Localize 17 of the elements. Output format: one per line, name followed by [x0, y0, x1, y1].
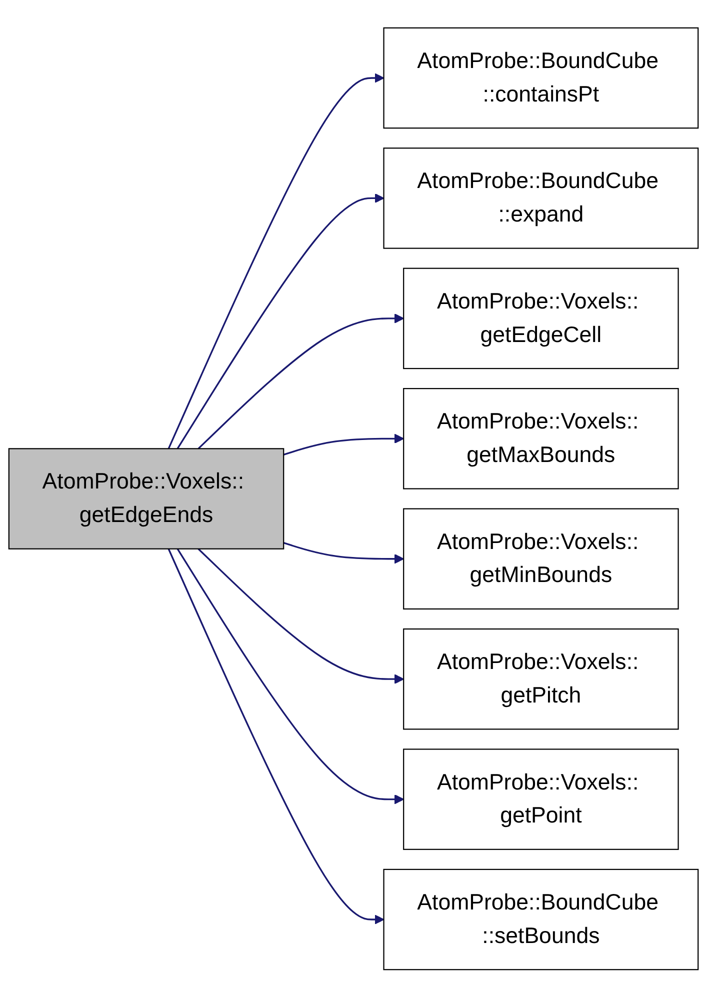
node-box: AtomProbe::BoundCube ::containsPt	[383, 27, 699, 128]
arrow	[168, 548, 384, 924]
node-box: AtomProbe::Voxels:: getEdgeEnds	[8, 448, 284, 550]
node-box: AtomProbe::Voxels:: getMinBounds	[403, 508, 679, 610]
arrow	[176, 548, 404, 804]
node-box: AtomProbe::Voxels:: getMaxBounds	[403, 388, 679, 490]
node-box: AtomProbe::BoundCube ::expand	[383, 147, 699, 249]
arrow	[198, 548, 404, 684]
arrow	[198, 313, 404, 449]
arrow	[176, 193, 384, 449]
arrow	[283, 433, 404, 456]
arrow	[283, 542, 404, 564]
arrow	[168, 72, 384, 449]
node-box: AtomProbe::BoundCube ::setBounds	[383, 868, 699, 970]
node-box: AtomProbe::Voxels:: getEdgeCell	[403, 268, 679, 369]
node-box: AtomProbe::Voxels:: getPoint	[403, 748, 679, 850]
node-box: AtomProbe::Voxels:: getPitch	[403, 628, 679, 730]
